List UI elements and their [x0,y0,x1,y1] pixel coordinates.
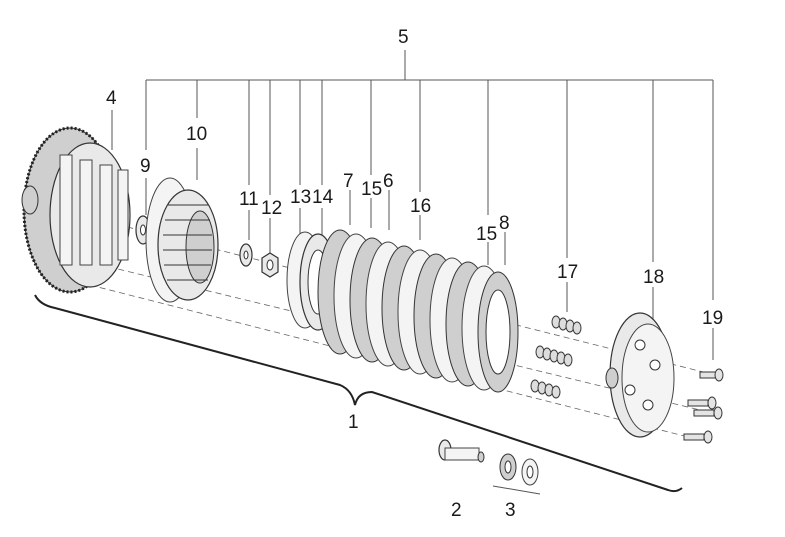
bearing-part-3 [492,453,541,495]
label-15-bottom: 15 [476,224,497,245]
nut-part-12 [261,252,279,278]
bolt-parts-19 [683,368,724,444]
label-9: 9 [140,156,151,177]
label-18: 18 [643,267,664,288]
label-10: 10 [186,124,207,145]
leader-group-5 [145,50,714,300]
pressure-plate-part-18 [605,312,675,438]
clutch-plate-stack [317,229,519,393]
label-16: 16 [410,196,431,217]
label-6: 6 [383,171,394,192]
label-5: 5 [398,27,409,48]
label-12: 12 [261,198,282,219]
outer-basket-part [21,126,131,294]
label-19: 19 [702,308,723,329]
label-17: 17 [557,262,578,283]
label-13: 13 [290,187,311,208]
label-11: 11 [239,189,259,210]
label-15-top: 15 [361,179,382,200]
label-2: 2 [451,500,462,521]
label-7: 7 [343,171,354,192]
pushrod-part-2 [438,439,485,463]
spring-parts [530,315,582,399]
washer-part-11 [239,243,253,267]
part-labels: 5 4 10 9 11 12 13 14 7 15 6 16 15 8 17 1… [106,27,723,521]
label-14: 14 [312,187,334,208]
assembly-bracket-1 [34,294,683,493]
label-8: 8 [499,213,510,234]
label-1: 1 [348,412,359,433]
leader-lines [111,110,714,360]
label-3: 3 [505,500,516,521]
inner-hub-part [145,177,219,303]
label-4: 4 [106,88,117,109]
